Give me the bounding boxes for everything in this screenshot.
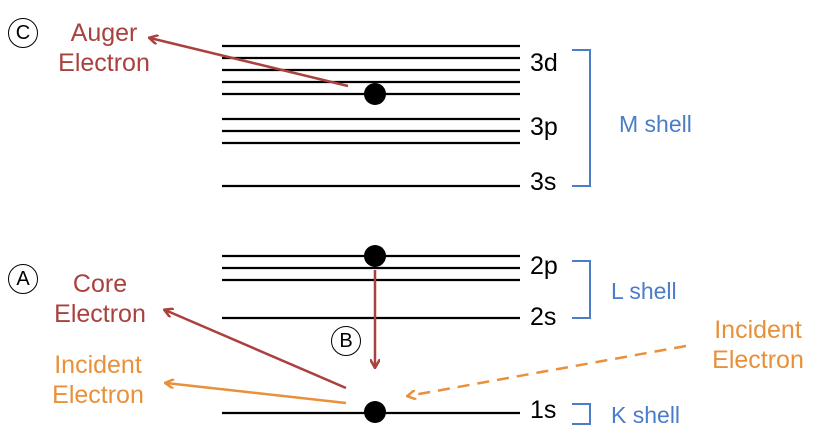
incident-in-line2: Electron: [712, 346, 804, 374]
marker-c: C: [8, 18, 38, 48]
auger-label-line2: Electron: [58, 49, 150, 77]
auger-electron-label: Auger Electron: [54, 18, 154, 78]
m-shell-bracket: [572, 49, 591, 187]
label-3s: 3s: [530, 168, 557, 196]
label-3p: 3p: [530, 113, 558, 141]
marker-a: A: [8, 264, 38, 294]
m-shell-label: M shell: [619, 111, 692, 137]
label-2p: 2p: [530, 252, 558, 280]
l-shell-label: L shell: [611, 278, 677, 304]
incident-out-line1: Incident: [54, 351, 142, 379]
core-electron-label: Core Electron: [40, 269, 160, 329]
auger-label-line1: Auger: [70, 19, 138, 47]
electron-dot-1s: [364, 401, 386, 423]
label-3d: 3d: [530, 49, 558, 77]
incident-out-line2: Electron: [52, 381, 144, 409]
incident-in-line1: Incident: [714, 316, 802, 344]
electron-dot-3d: [364, 83, 386, 105]
incident-electron-out-label: Incident Electron: [36, 350, 160, 410]
label-2s: 2s: [530, 303, 557, 331]
core-electron-arrow: [165, 310, 347, 390]
electron-dot-2p: [364, 245, 386, 267]
incident-electron-in-label: Incident Electron: [696, 315, 820, 375]
marker-b: B: [331, 326, 361, 356]
label-1s: 1s: [530, 396, 557, 424]
incident-electron-in-arrow: [408, 344, 687, 396]
k-shell-bracket: [572, 403, 591, 425]
auger-electron-arrow: [150, 38, 349, 88]
core-label-line1: Core: [72, 270, 128, 298]
l-shell-bracket: [572, 260, 591, 319]
incident-electron-out-arrow: [166, 383, 347, 405]
k-shell-label: K shell: [611, 402, 681, 428]
core-label-line2: Electron: [54, 300, 146, 328]
